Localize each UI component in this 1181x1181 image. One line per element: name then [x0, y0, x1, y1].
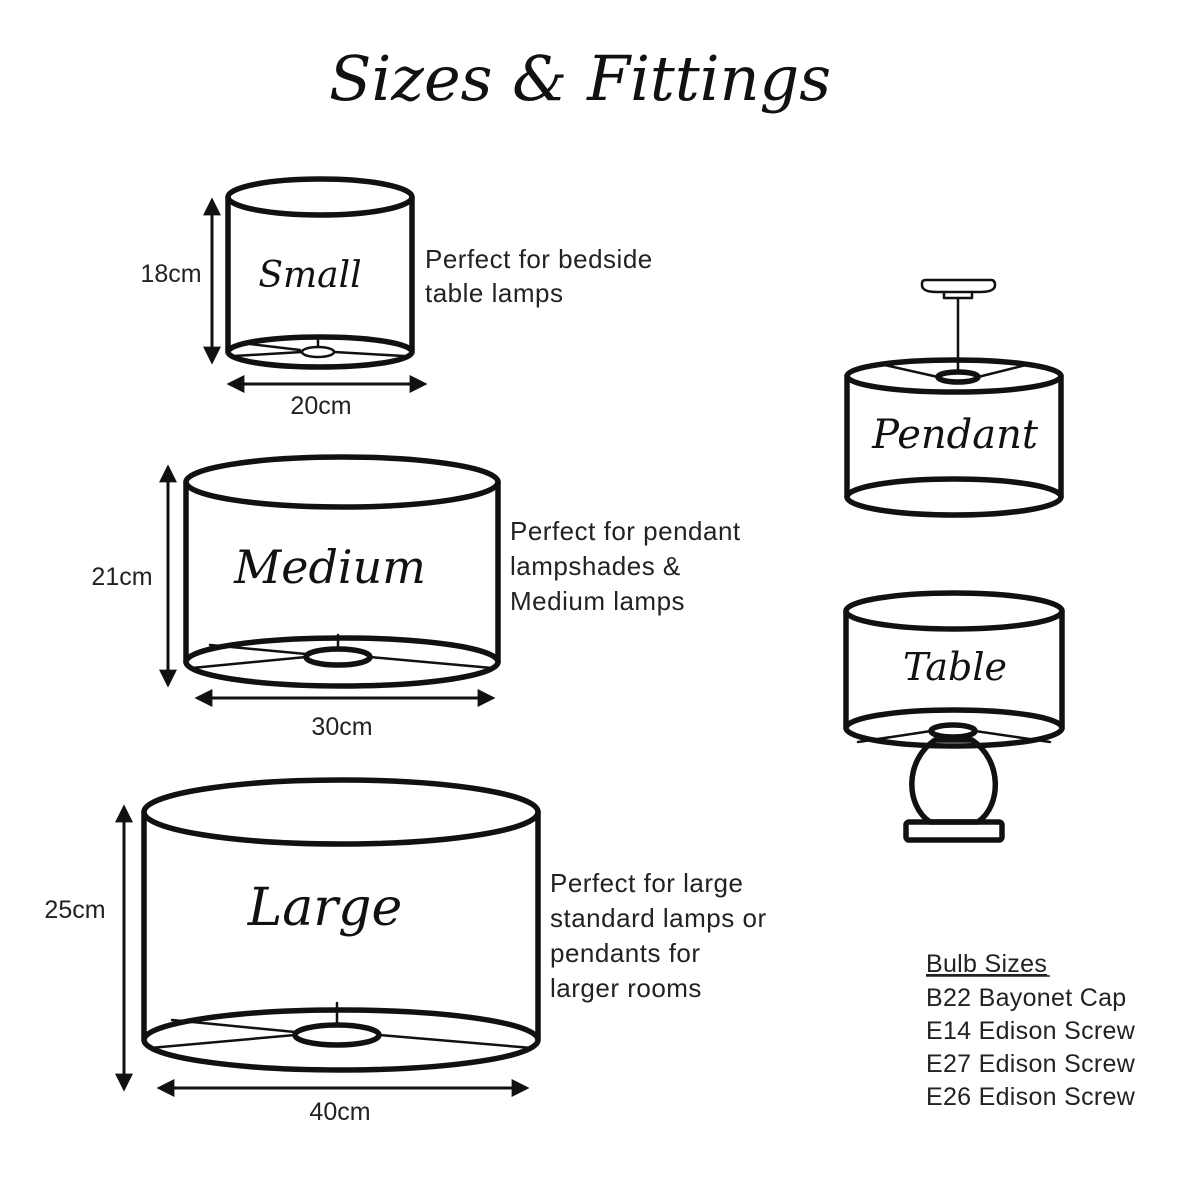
medium-shade-top-rim: [183, 454, 501, 510]
medium-description-line-3: Medium lamps: [510, 586, 685, 616]
medium-description-line-1: Perfect for pendant: [510, 516, 741, 546]
small-shade-bottom-rim: [225, 334, 415, 370]
small-description-line-2: table lamps: [425, 278, 563, 308]
pendant-bulb-ring: [935, 369, 981, 385]
medium-shade-bottom-rim: [183, 635, 501, 689]
large-width-label: 40cm: [309, 1098, 370, 1126]
medium-height-label: 21cm: [91, 563, 152, 591]
large-description-line-2: standard lamps or: [550, 903, 767, 933]
table-shade-top-rim: [843, 590, 1065, 632]
bulb-item: E27 Edison Screw: [926, 1050, 1136, 1078]
large-description-line-1: Perfect for large: [550, 868, 743, 898]
page-title: Sizes & Fittings: [329, 42, 831, 115]
small-shade-top-rim: [225, 176, 415, 218]
small-shade-label: Small: [258, 255, 361, 296]
large-shade-top-rim: [141, 777, 541, 847]
pendant-shade-bottom-rim: [844, 476, 1064, 518]
bulb-item: B22 Bayonet Cap: [926, 984, 1126, 1012]
small-width-label: 20cm: [290, 392, 351, 420]
large-shade-fitting: [148, 1001, 534, 1050]
bulb-item: E14 Edison Screw: [926, 1017, 1136, 1045]
medium-shade: Medium 21cm 30cm Perfect for pendant lam…: [91, 454, 741, 741]
large-description-line-3: pendants for: [550, 938, 701, 968]
table-bulb-holder: [928, 722, 978, 740]
large-description-line-4: larger rooms: [550, 973, 702, 1003]
large-shade-label: Large: [247, 878, 402, 938]
small-shade: Small 18cm 20cm Perfect for bedside tabl…: [140, 176, 653, 420]
large-shade: Large 25cm 40cm Perfect for large standa…: [44, 777, 767, 1126]
bulb-sizes-list: Bulb Sizes B22 Bayonet Cap E14 Edison Sc…: [926, 950, 1136, 1111]
ceiling-rose: [920, 278, 997, 294]
table-shade-bottom-rim: [843, 707, 1065, 749]
medium-shade-label: Medium: [233, 540, 426, 594]
medium-width-label: 30cm: [311, 713, 372, 741]
pendant-fitting: Pendant: [844, 278, 1064, 518]
medium-shade-bulb-ring: [303, 646, 373, 668]
bulb-item: E26 Edison Screw: [926, 1083, 1136, 1111]
small-shade-bulb-ring: [300, 345, 336, 359]
large-height-label: 25cm: [44, 896, 105, 924]
large-shade-bottom-rim: [141, 1007, 541, 1073]
table-fitting: Table: [843, 590, 1065, 843]
small-height-label: 18cm: [140, 260, 201, 288]
pendant-label: Pendant: [871, 412, 1039, 458]
table-label: Table: [903, 645, 1007, 689]
medium-shade-fitting: [190, 633, 494, 670]
small-shade-fitting: [232, 338, 406, 359]
bulb-sizes-heading: Bulb Sizes: [926, 950, 1047, 978]
small-description-line-1: Perfect for bedside: [425, 244, 653, 274]
medium-description-line-2: lampshades &: [510, 551, 681, 581]
large-shade-bulb-ring: [292, 1022, 382, 1048]
table-lamp-foot: [903, 819, 1005, 843]
table-lamp-base: [909, 737, 999, 825]
